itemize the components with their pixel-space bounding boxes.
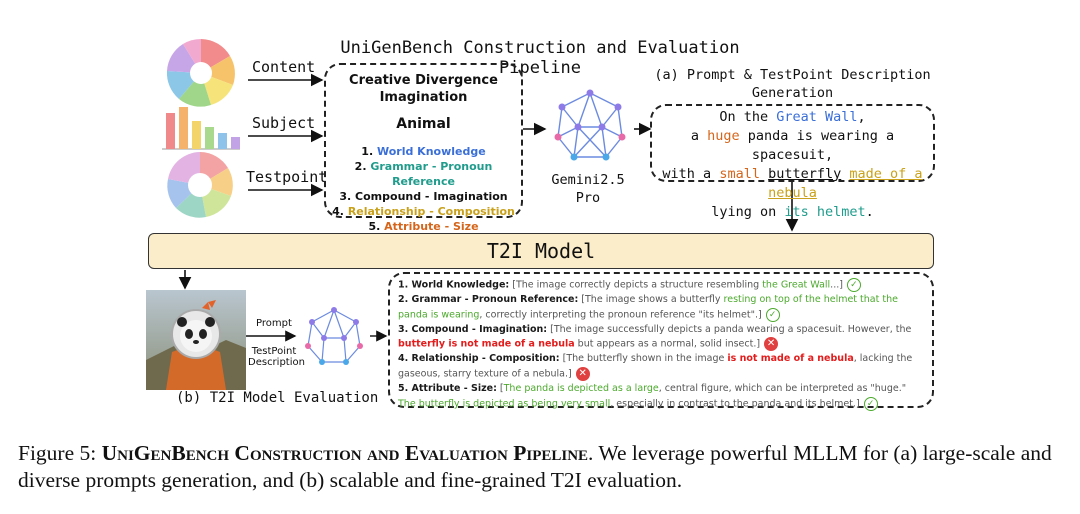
- panel-a-label-line2: Generation: [751, 85, 834, 101]
- caption-text: . We leverage powerful MLLM for (a) larg…: [18, 441, 1052, 492]
- generated-panda-image: [146, 290, 246, 390]
- evaluation-text: , central figure, which can be interpret…: [658, 383, 907, 395]
- prompt-text: On the: [719, 109, 777, 125]
- evaluation-label: 2. Grammar - Pronoun Reference:: [398, 294, 579, 306]
- content-wheel-chart: [166, 38, 235, 107]
- testpoint-item-text: Attribute - Size: [384, 220, 479, 233]
- testpoint-label: Testpoint: [246, 168, 328, 186]
- pass-icon: ✓: [863, 396, 878, 411]
- eval-testpoint-label-line2: Description: [248, 357, 305, 368]
- prompt-highlight-huge: huge: [707, 128, 740, 144]
- eval-testpoint-label-line1: TestPoint: [251, 346, 297, 357]
- prompt-text: with a: [662, 166, 720, 182]
- caption-figure-number: Figure 5:: [18, 441, 102, 465]
- prompt-highlight-great-wall: Great Wall: [776, 109, 858, 125]
- t2i-model-label: T2I Model: [486, 239, 596, 263]
- creative-title-line1: Creative Divergence: [349, 73, 498, 88]
- prompt-text: ,: [857, 109, 866, 125]
- evaluation-text: [The image successfully depicts a panda …: [547, 323, 912, 335]
- evaluation-text: [: [496, 383, 504, 395]
- evaluation-text: , correctly interpreting the pronoun ref…: [479, 309, 762, 321]
- testpoint-item-text: World Knowledge: [376, 145, 486, 158]
- evaluation-text: [The image correctly depicts a structure…: [509, 279, 763, 291]
- testpoint-item-number: 3.: [339, 190, 356, 203]
- prompt-highlight-nebula: made of a nebula: [768, 166, 923, 201]
- evaluation-label: 1. World Knowledge:: [398, 279, 510, 291]
- testpoint-item-text: Compound - Imagination: [355, 190, 508, 203]
- evaluation-highlight: The panda is depicted as a large: [503, 383, 659, 395]
- panel-b-label: (b) T2I Model Evaluation: [176, 390, 379, 406]
- testpoint-wheel-chart: [167, 152, 233, 218]
- evaluation-label: 3. Compound - Imagination:: [398, 323, 548, 335]
- subject-label: Subject: [252, 114, 316, 132]
- creative-title-line2: Imagination: [379, 90, 468, 105]
- prompt-text: panda is wearing a spacesuit,: [739, 128, 895, 163]
- evaluation-item: 1. World Knowledge: [The image correctly…: [398, 278, 924, 293]
- prompt-text: [760, 166, 768, 182]
- gemini-label-line1: Gemini2.5: [551, 172, 625, 188]
- creative-subject: Animal: [396, 116, 451, 132]
- panel-a-label-line1: (a) Prompt & TestPoint Description: [654, 67, 931, 83]
- prompt-text: .: [865, 204, 874, 220]
- evaluator-network-icon: [305, 307, 363, 365]
- t2i-model-bar: T2I Model: [148, 233, 934, 269]
- testpoint-item-number: 1.: [361, 145, 377, 158]
- testpoint-item-text: Grammar - Pronoun Reference: [370, 160, 493, 188]
- evaluation-text: [The image shows a butterfly: [578, 294, 724, 306]
- generated-prompt-box: On the Great Wall, a huge panda is weari…: [650, 104, 935, 220]
- prompt-text: a: [690, 128, 708, 144]
- gemini-label-line2: Pro: [575, 190, 601, 206]
- fail-icon: ✕: [575, 367, 590, 382]
- eval-testpoint-label: TestPoint Description: [248, 346, 305, 368]
- content-label: Content: [252, 58, 316, 76]
- pass-icon: ✓: [846, 278, 861, 292]
- eval-prompt-label: Prompt: [256, 318, 292, 329]
- evaluation-highlight: butterfly is not made of a nebula: [398, 338, 575, 350]
- evaluation-results-box: 1. World Knowledge: [The image correctly…: [388, 272, 934, 411]
- evaluation-text: , especially in contrast to the panda an…: [610, 398, 860, 410]
- evaluation-item: 3. Compound - Imagination: [The image su…: [398, 323, 924, 353]
- testpoint-item-number: 4.: [332, 205, 348, 218]
- evaluation-text: ...]: [830, 279, 843, 291]
- gemini-network-icon: [554, 89, 626, 161]
- evaluation-highlight: The butterfly is depicted as being very …: [398, 398, 611, 410]
- fail-icon: ✕: [764, 337, 779, 352]
- evaluation-label: 4. Relationship - Composition:: [398, 353, 560, 365]
- prompt-highlight-small: small: [719, 166, 760, 182]
- prompt-text: lying on: [711, 204, 785, 220]
- evaluation-item: 4. Relationship - Composition: [The butt…: [398, 352, 924, 382]
- pipeline-title: UniGenBench Construction and Evaluation …: [340, 38, 740, 78]
- pass-icon: ✓: [765, 307, 780, 322]
- evaluation-item: 2. Grammar - Pronoun Reference: [The ima…: [398, 293, 924, 323]
- caption-figure-name: UniGenBench Construction and Evaluation …: [101, 441, 589, 465]
- creative-divergence-box: Creative Divergence Imagination Animal 1…: [324, 63, 523, 233]
- evaluation-text: [The butterfly shown in the image: [559, 353, 728, 365]
- testpoint-item: 5. Attribute - Size: [326, 219, 521, 234]
- subject-bar-chart: [162, 107, 240, 150]
- evaluation-highlight: the Great Wall: [762, 279, 831, 291]
- prompt-highlight-helmet: its helmet: [784, 204, 866, 220]
- evaluation-text: , lacking the gaseous, starry texture of…: [398, 353, 913, 380]
- testpoint-item-number: 5.: [368, 220, 385, 233]
- evaluation-highlight: resting on top of the helmet that the pa…: [398, 294, 898, 321]
- testpoint-item: 4. Relationship - Composition: [326, 204, 521, 219]
- testpoint-item-number: 2.: [354, 160, 371, 173]
- testpoint-item-text: Relationship - Composition: [347, 205, 515, 218]
- evaluation-highlight: is not made of a nebula: [727, 353, 854, 365]
- figure-caption: Figure 5: UniGenBench Construction and E…: [18, 440, 1068, 494]
- prompt-highlight-butterfly: butterfly: [768, 166, 842, 182]
- evaluation-label: 5. Attribute - Size:: [398, 383, 497, 395]
- testpoint-item: 1. World Knowledge: [326, 144, 521, 159]
- evaluation-item: 5. Attribute - Size: [The panda is depic…: [398, 382, 924, 412]
- testpoint-item: 3. Compound - Imagination: [326, 189, 521, 204]
- evaluation-text: but appears as a normal, solid insect.]: [574, 338, 761, 350]
- testpoint-item: 2. Grammar - Pronoun Reference: [326, 159, 521, 189]
